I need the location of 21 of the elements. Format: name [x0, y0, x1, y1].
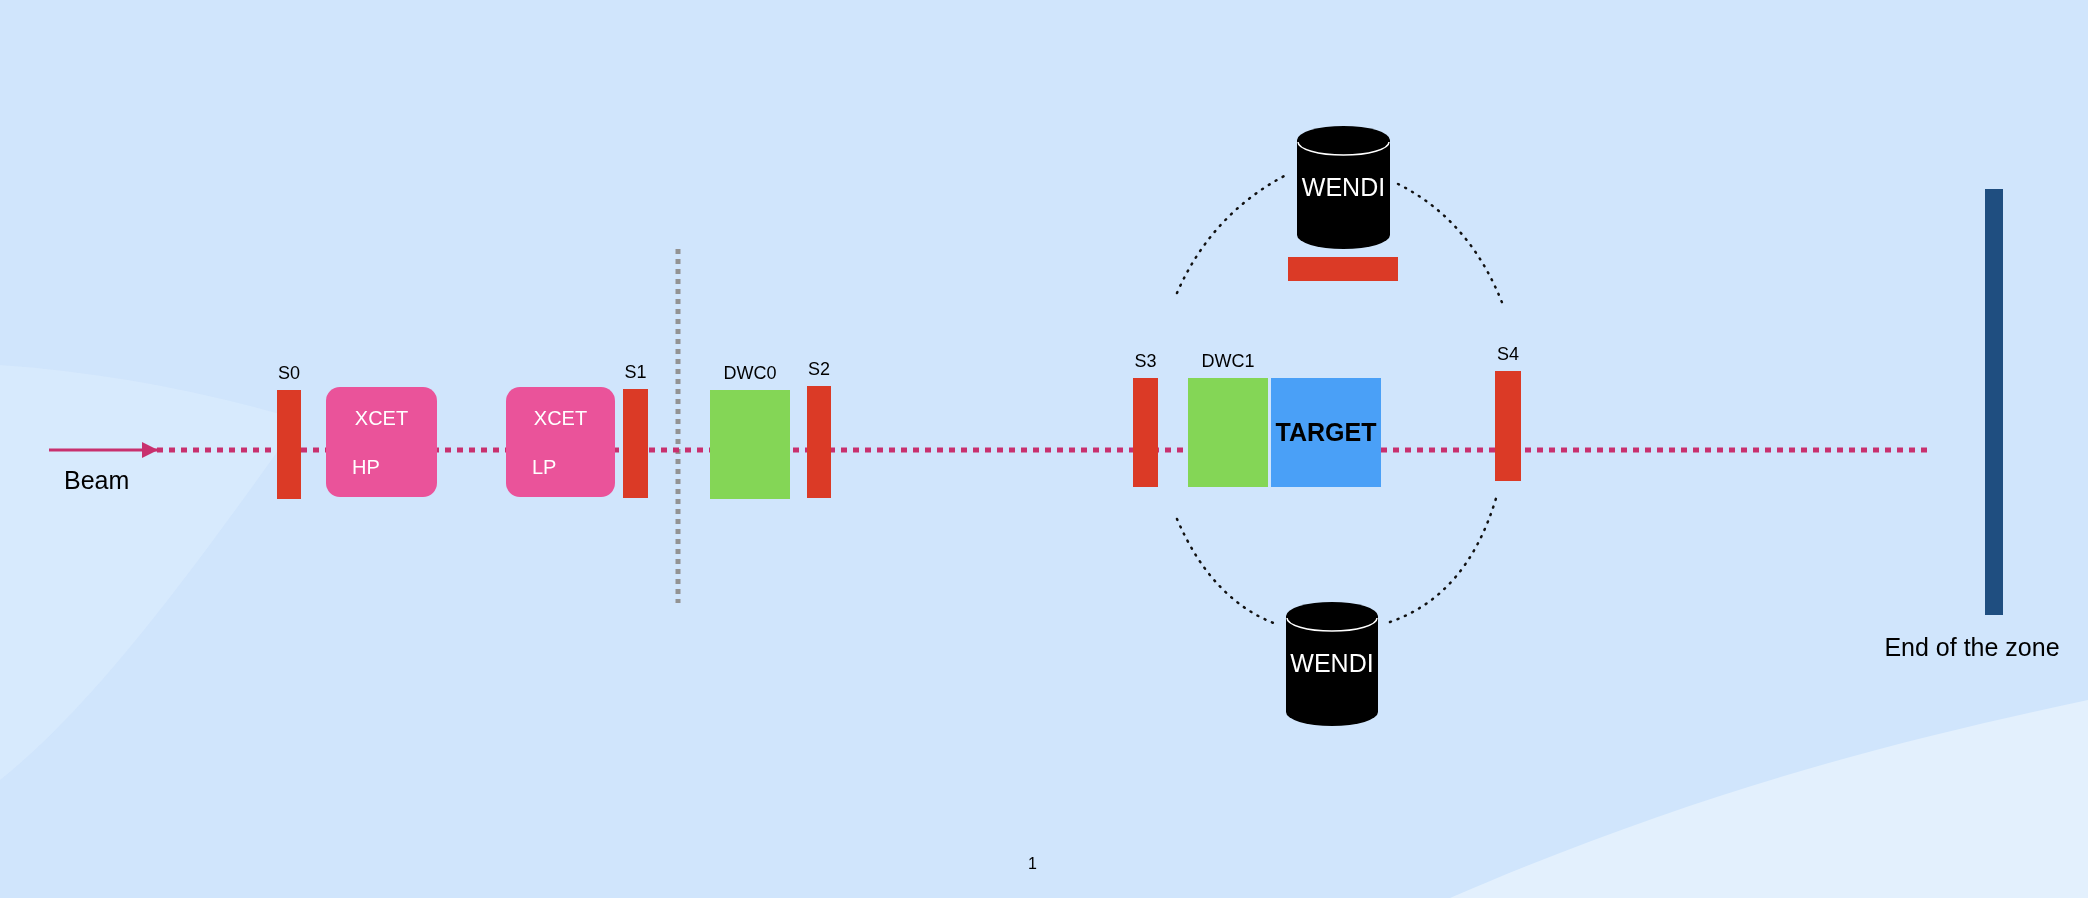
detector-label: DWC1	[1201, 350, 1255, 372]
detector-label: XCET	[354, 405, 409, 430]
detector-label: WENDI	[1301, 171, 1386, 203]
zone-end-label: End of the zone	[1884, 632, 2060, 663]
detector-label: S0	[278, 362, 300, 384]
detector-label: S1	[624, 361, 647, 383]
page-number: 1	[1028, 854, 1037, 874]
detector-label: HP	[352, 454, 380, 479]
detector-label: XCET	[533, 405, 588, 430]
scintillator-bar	[1288, 257, 1398, 281]
detector-label: S2	[808, 358, 830, 380]
detector-label: LP	[532, 454, 557, 479]
cherenkov-box	[326, 387, 437, 497]
beam-label: Beam	[64, 465, 130, 496]
cherenkov-box	[506, 387, 615, 497]
target-box	[1271, 378, 1381, 487]
detector-label: DWC0	[723, 362, 777, 384]
detector-label: S3	[1134, 350, 1157, 372]
target-label: TARGET	[1275, 416, 1377, 448]
detector-label: WENDI	[1290, 648, 1374, 680]
detector-label: S4	[1497, 343, 1519, 365]
